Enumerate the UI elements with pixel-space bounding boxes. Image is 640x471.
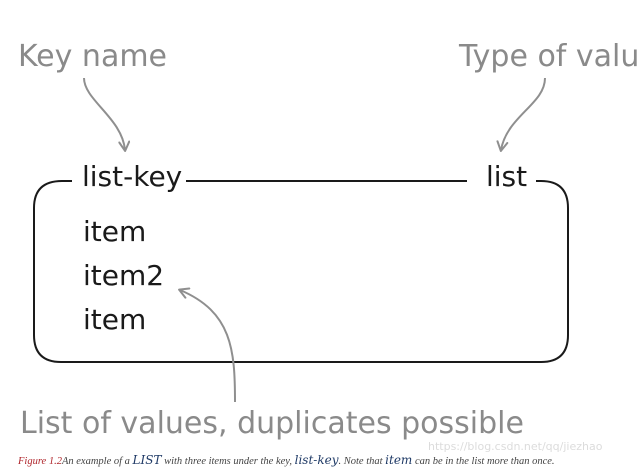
watermark: https://blog.csdn.net/qq/jiezhao: [428, 440, 603, 453]
type-label: list: [480, 163, 534, 191]
key-name-arrow: [83, 77, 131, 152]
caption-code: list-key: [294, 453, 339, 467]
caption-text: can be in the list more than once.: [412, 456, 555, 467]
caption-code: item: [385, 453, 413, 467]
list-of-values-arrow: [178, 287, 236, 403]
caption-code: LIST: [132, 453, 162, 467]
caption-text: with three items under the key,: [161, 456, 295, 467]
key-name-annotation: Key name: [18, 39, 168, 74]
list-item: item: [83, 303, 147, 336]
list-of-values-annotation: List of values, duplicates possible: [20, 406, 524, 441]
figure-caption: Figure 1.2An example of a LIST with thre…: [18, 454, 555, 468]
list-item: item: [83, 215, 147, 248]
type-of-value-annotation: Type of value: [459, 39, 640, 74]
list-item: item2: [83, 259, 165, 292]
figure-label: Figure 1.2: [18, 456, 62, 467]
key-label: list-key: [82, 160, 185, 193]
list-container-box: [33, 180, 569, 363]
caption-text: . Note that: [338, 456, 386, 467]
caption-text: An example of a: [61, 456, 133, 467]
type-of-value-arrow: [496, 77, 546, 152]
